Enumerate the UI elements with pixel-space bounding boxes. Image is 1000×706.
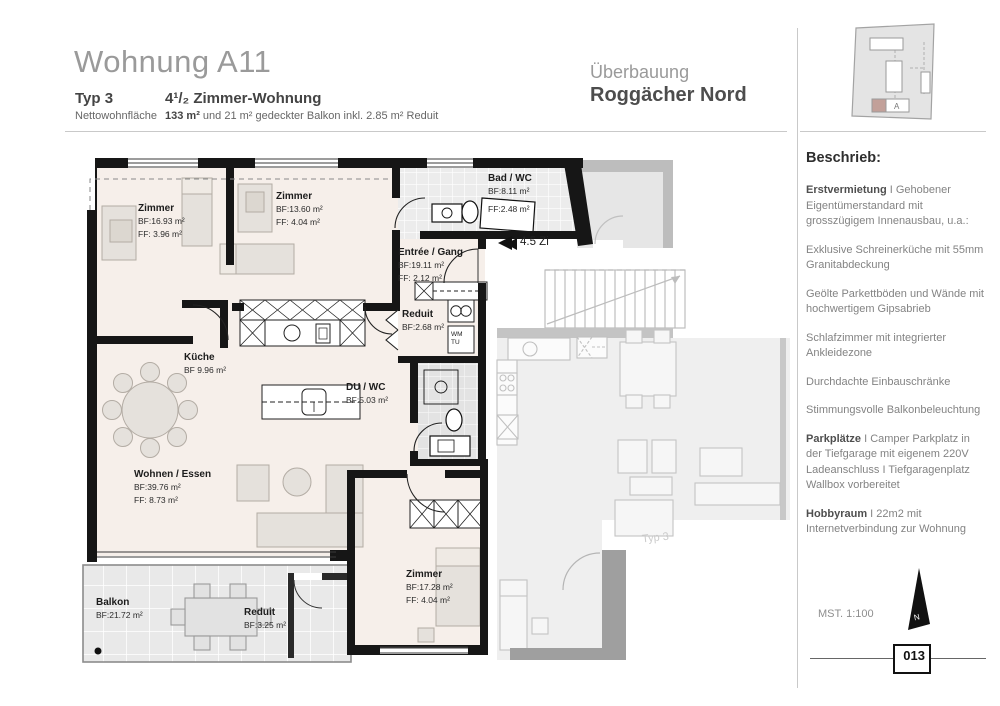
washer-dryer-label: WM TU <box>451 331 463 346</box>
stairs <box>544 269 686 329</box>
room-label-zimmer-1: Zimmer BF:16.93 m² FF: 3.96 m² <box>138 203 185 239</box>
header-divider-left <box>65 131 787 132</box>
north-arrow-icon: N <box>908 568 930 630</box>
roof-overhang-line <box>89 178 390 210</box>
sidebar-paragraph: Parkplätze I Camper Parkplatz in der Tie… <box>806 432 970 492</box>
project-name-line1: Überbauung <box>590 62 690 82</box>
room-count-title: 4¹/₂ Zimmer-Wohnung <box>165 90 322 107</box>
balcony-table-set <box>170 583 272 651</box>
header-divider-right <box>800 131 986 132</box>
sidebar-paragraph: Erstvermietung I Gehobener Eigentümersta… <box>806 184 969 227</box>
highlighted-building-a <box>871 98 887 113</box>
sidebar-paragraph: Stimmungsvolle Balkonbeleuchtung <box>806 404 981 416</box>
sidebar-heading: Beschrieb: <box>806 150 881 166</box>
area-summary: 133 m² und 21 m² gedeckter Balkon inkl. … <box>165 110 438 122</box>
room-label-reduit: Reduit BF:2.68 m² <box>402 309 445 332</box>
scale-label: MST. 1:100 <box>818 608 874 620</box>
room-label-kueche: Küche BF 9.96 m² <box>184 352 227 375</box>
sidebar-divider <box>797 28 798 688</box>
svg-text:N: N <box>913 612 921 622</box>
sidebar-paragraph: Durchdachte Einbauschränke <box>806 375 951 388</box>
sidebar-paragraph: Schlafzimmer mit integrierter Ankleidezo… <box>806 331 946 360</box>
room-label-zimmer-2: Zimmer BF:13.60 m² FF: 4.04 m² <box>276 191 323 227</box>
floorplan-canvas: Zimmer BF:16.93 m² FF: 3.96 m² Zimmer BF… <box>80 148 790 685</box>
sidebar-paragraph: Hobbyraum I 22m2 mit Internetverbindung … <box>806 507 967 536</box>
sidebar-paragraph: Geölte Parkettböden und Wände mit hochwe… <box>806 287 984 316</box>
ghost-kitchen <box>496 336 608 446</box>
site-plan-map: A <box>851 23 935 120</box>
floorplan-graphics <box>82 158 790 663</box>
sidebar-paragraph: Exklusive Schreinerküche mit 55mm Granit… <box>806 243 984 272</box>
room-label-bad-wc: Bad / WC BF:8.11 m² FF:2.48 m² <box>488 173 532 214</box>
room-label-du-wc: DU / WC BF:5.03 m² <box>346 382 389 405</box>
room-label-zimmer-3: Zimmer BF:17.28 m² FF: 4.04 m² <box>406 569 453 605</box>
project-name-line2: Roggächer Nord <box>590 84 747 106</box>
kitchen <box>239 281 488 529</box>
area-total: 133 m² <box>165 110 200 122</box>
doors <box>192 197 479 513</box>
apartment-type: Typ 3 <box>75 90 114 107</box>
room-label-balkon: Balkon BF:21.72 m² <box>96 597 143 620</box>
furniture <box>101 177 481 643</box>
description-sidebar: Beschrieb: Erstvermietung I Gehobener Ei… <box>806 150 986 551</box>
windows <box>97 158 473 654</box>
net-area-label: Nettowohnfläche <box>75 110 157 122</box>
area-detail: und 21 m² gedeckter Balkon inkl. 2.85 m²… <box>199 110 439 122</box>
site-plan-building-label: A <box>894 102 900 111</box>
page-number: 013 <box>893 644 931 674</box>
ghost-furniture <box>499 329 781 651</box>
bath-fixtures <box>423 197 536 457</box>
room-label-entree: Entrée / Gang BF:19.11 m² FF: 2.12 m² <box>398 247 464 283</box>
page-title: Wohnung A11 <box>74 44 272 79</box>
entrance-marker: 4.5 Zi <box>506 236 549 250</box>
entrance-arrow <box>506 238 517 250</box>
room-label-wohnen-essen: Wohnen / Essen BF:39.76 m² FF: 8.73 m² <box>134 469 212 505</box>
ghost-apartment <box>496 160 790 660</box>
room-label-reduit-balkon: Reduit BF:3.25 m² <box>244 607 287 630</box>
balcony-drain <box>94 647 102 655</box>
